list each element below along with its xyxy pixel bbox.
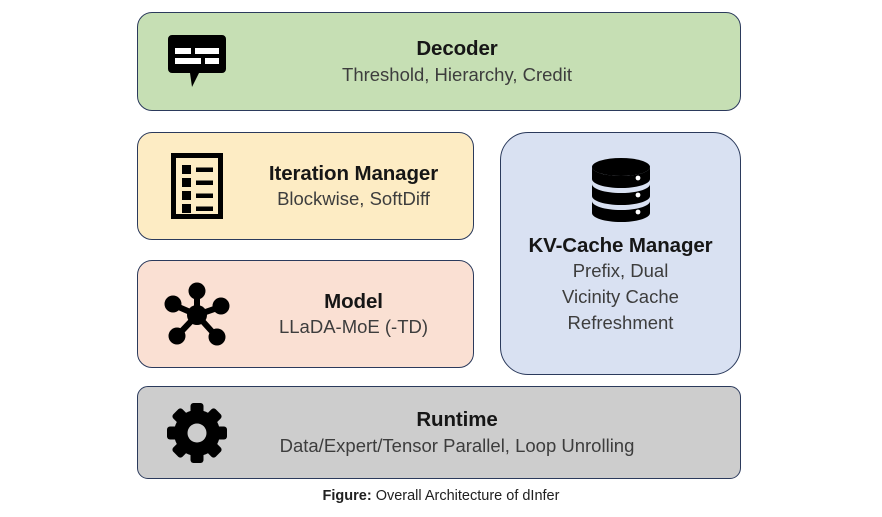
iteration-manager-block[interactable]: Iteration Manager Blockwise, SoftDiff [137, 132, 474, 240]
model-block[interactable]: Model LLaDA-MoE (-TD) [137, 260, 474, 368]
database-icon [581, 151, 661, 225]
iteration-manager-text: Iteration Manager Blockwise, SoftDiff [234, 161, 473, 211]
network-hub-icon [160, 277, 234, 351]
speech-bubble-subtitle-icon [160, 25, 234, 99]
decoder-block[interactable]: Decoder Threshold, Hierarchy, Credit [137, 12, 741, 111]
decoder-title: Decoder [416, 37, 498, 61]
iteration-manager-title: Iteration Manager [268, 161, 439, 185]
iteration-manager-subtitle: Blockwise, SoftDiff [277, 188, 430, 210]
model-subtitle: LLaDA-MoE (-TD) [278, 316, 429, 338]
checklist-icon [160, 149, 234, 223]
kv-cache-manager-subtitle-line-3: Refreshment [567, 311, 674, 333]
kv-cache-manager-subtitle-line-1: Prefix, Dual [572, 260, 669, 282]
gear-icon [160, 396, 234, 470]
runtime-subtitle: Data/Expert/Tensor Parallel, Loop Unroll… [279, 434, 635, 456]
model-title: Model [324, 289, 383, 313]
figure-caption: Figure: Overall Architecture of dInfer [0, 488, 882, 504]
runtime-block[interactable]: Runtime Data/Expert/Tensor Parallel, Loo… [137, 386, 741, 479]
decoder-subtitle: Threshold, Hierarchy, Credit [342, 63, 572, 85]
runtime-text: Runtime Data/Expert/Tensor Parallel, Loo… [234, 407, 680, 457]
decoder-text: Decoder Threshold, Hierarchy, Credit [234, 36, 680, 86]
figure-caption-label: Figure: [322, 488, 372, 504]
figure-caption-text: Overall Architecture of dInfer [371, 488, 560, 504]
kv-cache-manager-title: KV-Cache Manager [528, 234, 713, 257]
kv-cache-manager-subtitle-line-2: Vicinity Cache [562, 286, 679, 307]
runtime-title: Runtime [416, 408, 498, 432]
kv-cache-manager-block[interactable]: KV-Cache Manager Prefix, Dual Vicinity C… [500, 132, 741, 375]
model-text: Model LLaDA-MoE (-TD) [234, 289, 473, 339]
kv-cache-manager-text: KV-Cache Manager Prefix, Dual Vicinity C… [501, 233, 740, 335]
